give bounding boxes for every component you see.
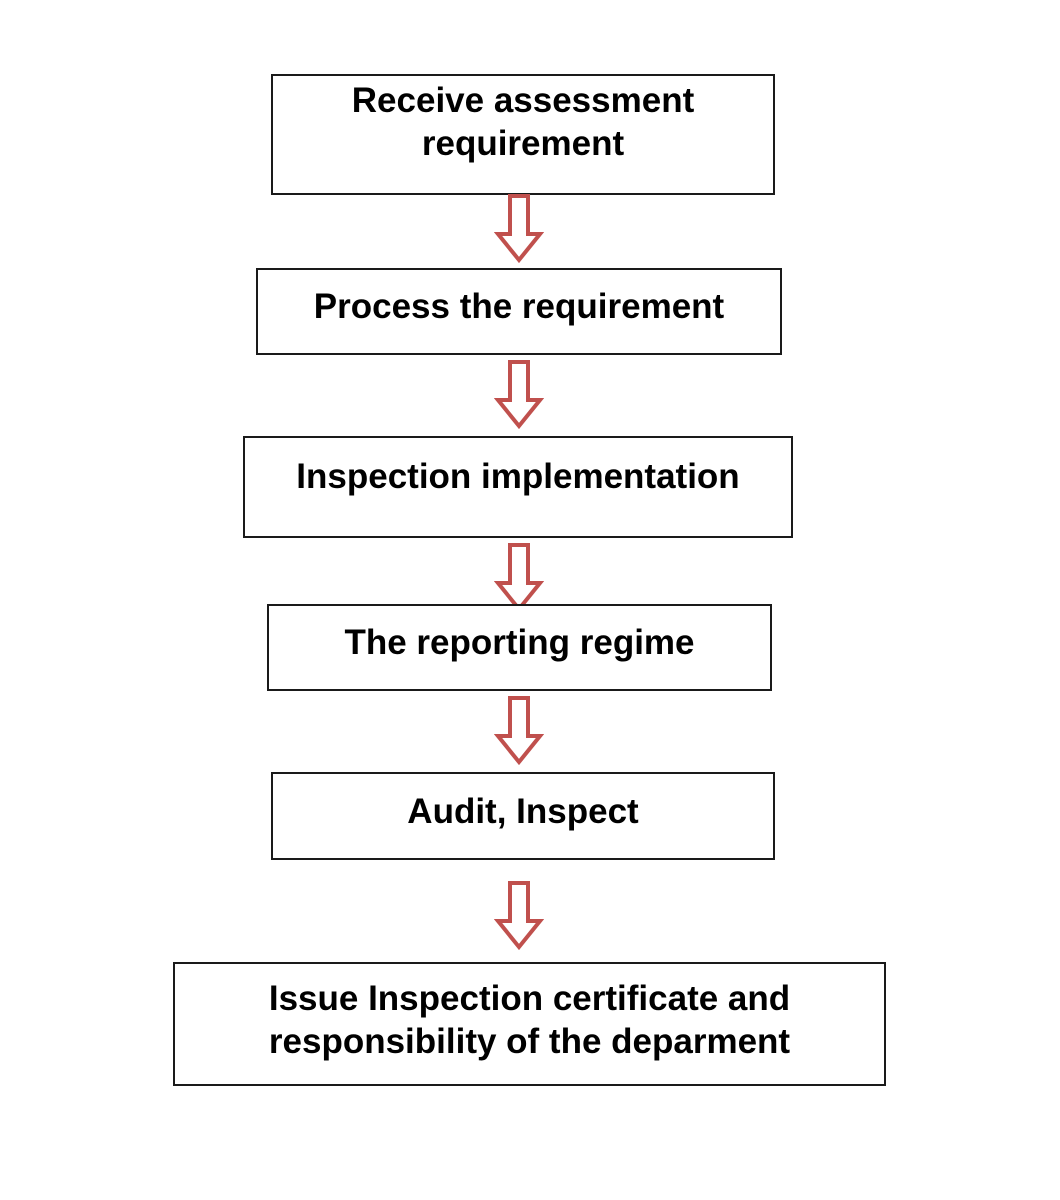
step-label: Inspection implementation [296, 456, 739, 499]
step-label-line: Receive assessment [351, 80, 695, 120]
step-audit-inspect: Audit, Inspect [271, 772, 775, 860]
step-label: Audit, Inspect [407, 791, 638, 834]
step-reporting-regime: The reporting regime [267, 604, 772, 691]
step-receive-assessment-requirement: Receive assessment requirement [271, 74, 775, 195]
step-label-line: responsibility of the deparment [268, 1022, 791, 1061]
down-arrow-icon [494, 360, 544, 430]
down-arrow-icon [494, 543, 544, 613]
step-issue-inspection-certificate: Issue Inspection certificate and respons… [173, 962, 886, 1086]
step-label: Process the requirement [314, 286, 724, 329]
step-label-line: The reporting regime [344, 623, 695, 663]
step-label-line: Issue Inspection certificate and [268, 979, 791, 1019]
down-arrow-icon [494, 881, 544, 951]
step-label-line: requirement [421, 123, 625, 163]
step-label-line: Inspection implementation [296, 456, 740, 496]
step-label: The reporting regime [344, 622, 694, 665]
step-label: Receive assessment requirement [352, 80, 694, 165]
down-arrow-icon [494, 696, 544, 766]
step-label-line: Process the requirement [313, 287, 725, 327]
step-inspection-implementation: Inspection implementation [243, 436, 793, 538]
step-label: Issue Inspection certificate and respons… [269, 978, 790, 1063]
step-label-line: Audit, Inspect [407, 791, 639, 831]
down-arrow-icon [494, 194, 544, 264]
step-process-requirement: Process the requirement [256, 268, 782, 355]
